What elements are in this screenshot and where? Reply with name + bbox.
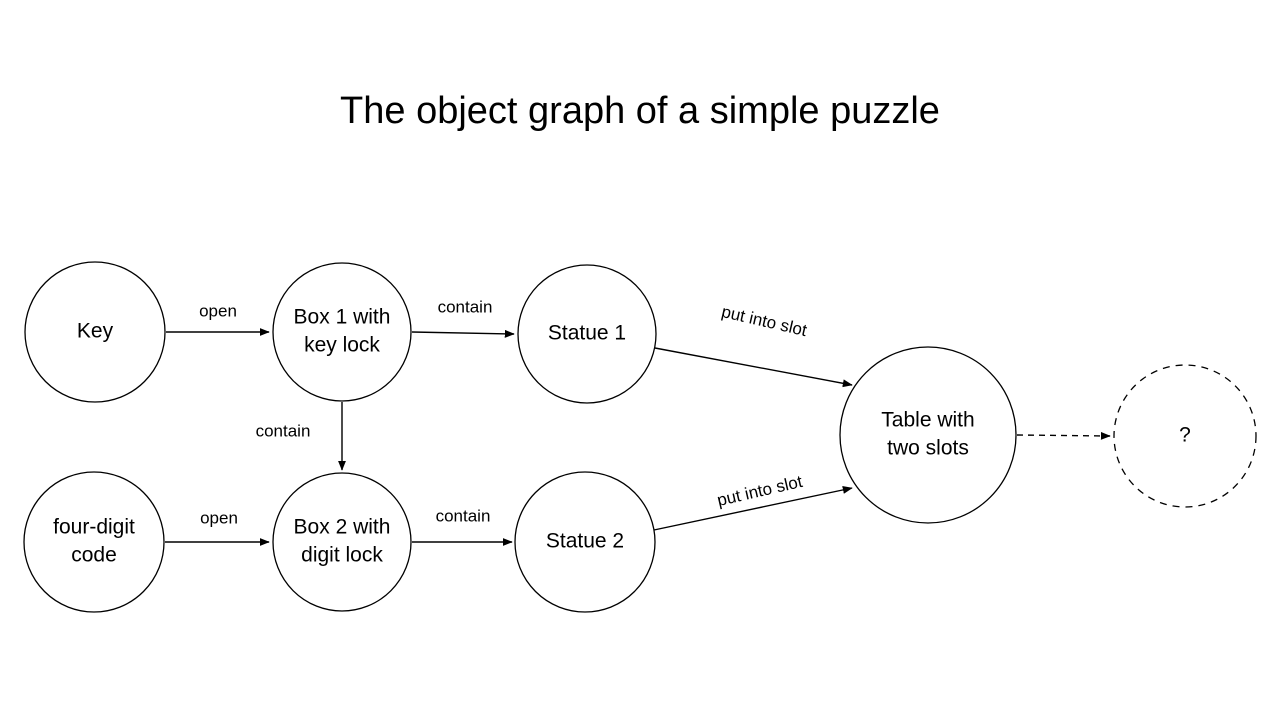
edge-label-statue2-table: put into slot [715,472,804,510]
edge-label-statue1-table: put into slot [720,302,809,340]
node-statue1-circle[interactable] [517,264,657,404]
node-table[interactable]: Table with two slots [839,346,1017,524]
node-unknown[interactable]: ? [1113,364,1257,508]
node-key[interactable]: Key [24,261,166,403]
node-unknown-label-line1: ? [1179,424,1191,447]
node-statue1-label-line1: Statue 1 [548,322,626,345]
node-box2-label-line2: digit lock [301,544,383,567]
node-key-circle[interactable] [24,261,166,403]
node-table-label-line2: two slots [887,437,969,460]
edge-box1-statue1 [411,329,515,338]
edge-statue2-table [653,485,853,531]
edge-table-unknown [1016,431,1111,440]
node-four-digit-code-label-line1: four-digit [53,516,135,539]
node-box1-circle[interactable] [272,262,412,402]
node-box2-circle[interactable] [272,472,412,612]
node-four-digit-code[interactable]: four-digit code [23,471,165,613]
node-box1[interactable]: Box 1 with key lock [272,262,412,402]
node-statue2-circle[interactable] [514,471,656,613]
page-title: The object graph of a simple puzzle [340,90,940,132]
edge-statue1-table [654,347,853,388]
nodes-layer: Key Box 1 with key lock Statue 1 four-di… [23,261,1257,613]
node-key-label-line1: Key [77,320,114,343]
node-table-circle[interactable] [839,346,1017,524]
node-statue2-label-line1: Statue 2 [546,530,624,553]
edge-label-box2-statue2: contain [436,506,491,525]
edge-label-key-box1: open [199,301,237,320]
node-box2-label-line1: Box 2 with [294,516,391,539]
node-statue2[interactable]: Statue 2 [514,471,656,613]
edge-label-box1-box2: contain [256,421,311,440]
edge-label-code-box2: open [200,508,238,527]
edge-label-box1-statue1: contain [438,297,493,316]
node-four-digit-code-label-line2: code [71,544,117,567]
node-box1-label-line2: key lock [304,334,380,357]
node-table-label-line1: Table with [881,409,974,432]
node-unknown-circle[interactable] [1113,364,1257,508]
node-statue1[interactable]: Statue 1 [517,264,657,404]
node-four-digit-code-circle[interactable] [23,471,165,613]
edges-layer [165,328,1111,546]
node-box1-label-line1: Box 1 with [294,306,391,329]
node-box2[interactable]: Box 2 with digit lock [272,472,412,612]
